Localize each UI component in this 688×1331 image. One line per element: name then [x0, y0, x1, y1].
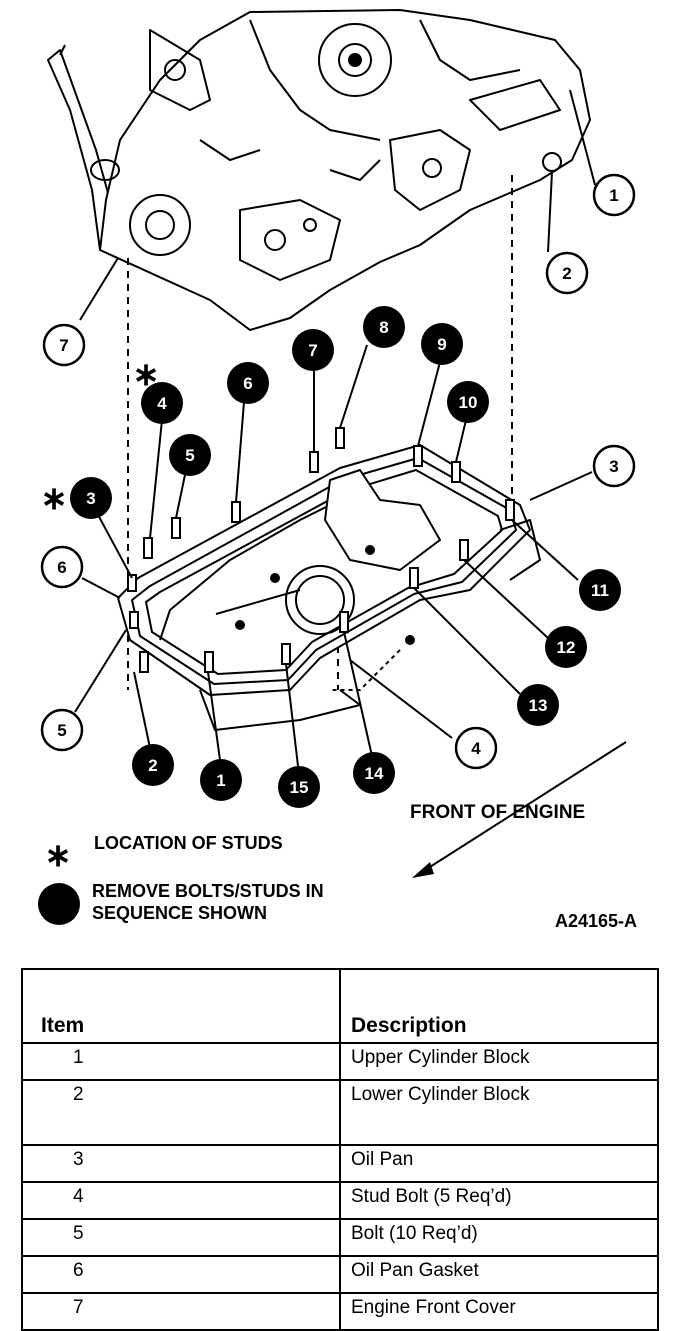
sequence-callout-12: 12: [545, 626, 587, 668]
table-row: 5 Bolt (10 Req’d): [21, 1218, 659, 1257]
item-number: 3: [21, 1144, 341, 1183]
sequence-callout-15: 15: [278, 766, 320, 808]
svg-text:2: 2: [562, 264, 571, 283]
svg-text:4: 4: [157, 394, 167, 413]
item-callout-2: 2: [545, 251, 589, 295]
stud-marker-left: ∗: [41, 480, 68, 516]
svg-text:11: 11: [591, 581, 609, 600]
item-description: Bolt (10 Req’d): [339, 1218, 659, 1257]
item-description: Oil Pan: [339, 1144, 659, 1183]
svg-text:8: 8: [379, 318, 388, 337]
item-description: Upper Cylinder Block: [339, 1042, 659, 1081]
sequence-callout-9: 9: [421, 323, 463, 365]
item-callout-6: 6: [40, 545, 84, 589]
item-callout-7: 7: [42, 323, 86, 367]
svg-text:13: 13: [529, 696, 548, 715]
svg-text:14: 14: [365, 764, 384, 783]
front-of-engine-label: FRONT OF ENGINE: [410, 802, 585, 823]
item-number: 7: [21, 1292, 341, 1331]
table-row: 6 Oil Pan Gasket: [21, 1255, 659, 1294]
svg-text:3: 3: [609, 457, 618, 476]
figure-id: A24165-A: [555, 911, 637, 931]
sequence-callout-11: 11: [579, 569, 621, 611]
svg-text:2: 2: [148, 756, 157, 775]
legend-studs-text: LOCATION OF STUDS: [94, 833, 283, 853]
stud-marker-top: ∗: [133, 356, 160, 392]
sequence-callout-1: 1: [200, 759, 242, 801]
sequence-callout-10: 10: [447, 381, 489, 423]
sequence-callout-14: 14: [353, 752, 395, 794]
legend-studs-symbol: ∗: [45, 837, 72, 873]
svg-text:6: 6: [57, 558, 66, 577]
item-number: 2: [21, 1079, 341, 1146]
svg-text:9: 9: [437, 335, 446, 354]
item-callout-4: 4: [454, 726, 498, 770]
table-row: 2 Lower Cylinder Block: [21, 1079, 659, 1146]
svg-text:12: 12: [557, 638, 576, 657]
front-of-engine-arrow: [412, 741, 627, 878]
item-description: Stud Bolt (5 Req’d): [339, 1181, 659, 1220]
item-callout-3: 3: [592, 444, 636, 488]
legend-sequence-dot: [38, 883, 80, 925]
svg-text:7: 7: [308, 341, 317, 360]
svg-text:7: 7: [59, 336, 68, 355]
item-number: 1: [21, 1042, 341, 1081]
oil-pan-removal-diagram: 1 2 7 3 6 5 4 1 2 3 4 5: [38, 9, 637, 931]
item-number: 6: [21, 1255, 341, 1294]
leader-lines: [74, 89, 596, 767]
svg-text:15: 15: [290, 778, 309, 797]
item-callout-1: 1: [592, 173, 636, 217]
sequence-callout-7: 7: [292, 329, 334, 371]
svg-text:5: 5: [57, 721, 66, 740]
item-callout-5: 5: [40, 708, 84, 752]
oil-pan-illustration: [117, 444, 541, 731]
sequence-callout-6: 6: [227, 362, 269, 404]
legend-sequence-line1: REMOVE BOLTS/STUDS IN: [92, 881, 324, 901]
engine-block-illustration: [47, 9, 591, 331]
sequence-callout-8: 8: [363, 306, 405, 348]
svg-text:1: 1: [216, 771, 225, 790]
item-number: 5: [21, 1218, 341, 1257]
table-row: 7 Engine Front Cover: [21, 1292, 659, 1331]
item-description: Lower Cylinder Block: [339, 1079, 659, 1146]
column-header-description: Description: [339, 968, 659, 1044]
svg-text:1: 1: [609, 186, 618, 205]
svg-text:4: 4: [471, 739, 481, 758]
sequence-callout-4: 4: [141, 382, 183, 424]
parts-legend-table: Item Description 1 Upper Cylinder Block …: [21, 968, 659, 1331]
item-description: Engine Front Cover: [339, 1292, 659, 1331]
sequence-callout-5: 5: [169, 434, 211, 476]
table-row: 1 Upper Cylinder Block: [21, 1042, 659, 1081]
item-description: Oil Pan Gasket: [339, 1255, 659, 1294]
alignment-dashes: [127, 175, 513, 690]
sequence-callout-3: 3: [70, 477, 112, 519]
svg-text:3: 3: [86, 489, 95, 508]
legend-sequence-line2: SEQUENCE SHOWN: [92, 903, 267, 923]
svg-text:5: 5: [185, 446, 194, 465]
sequence-callout-13: 13: [517, 684, 559, 726]
column-header-item: Item: [21, 968, 341, 1044]
sequence-callout-2: 2: [132, 744, 174, 786]
table-row: 4 Stud Bolt (5 Req’d): [21, 1181, 659, 1220]
table-row: 3 Oil Pan: [21, 1144, 659, 1183]
svg-text:6: 6: [243, 374, 252, 393]
svg-text:10: 10: [459, 393, 478, 412]
table-header-row: Item Description: [21, 968, 659, 1044]
item-number: 4: [21, 1181, 341, 1220]
